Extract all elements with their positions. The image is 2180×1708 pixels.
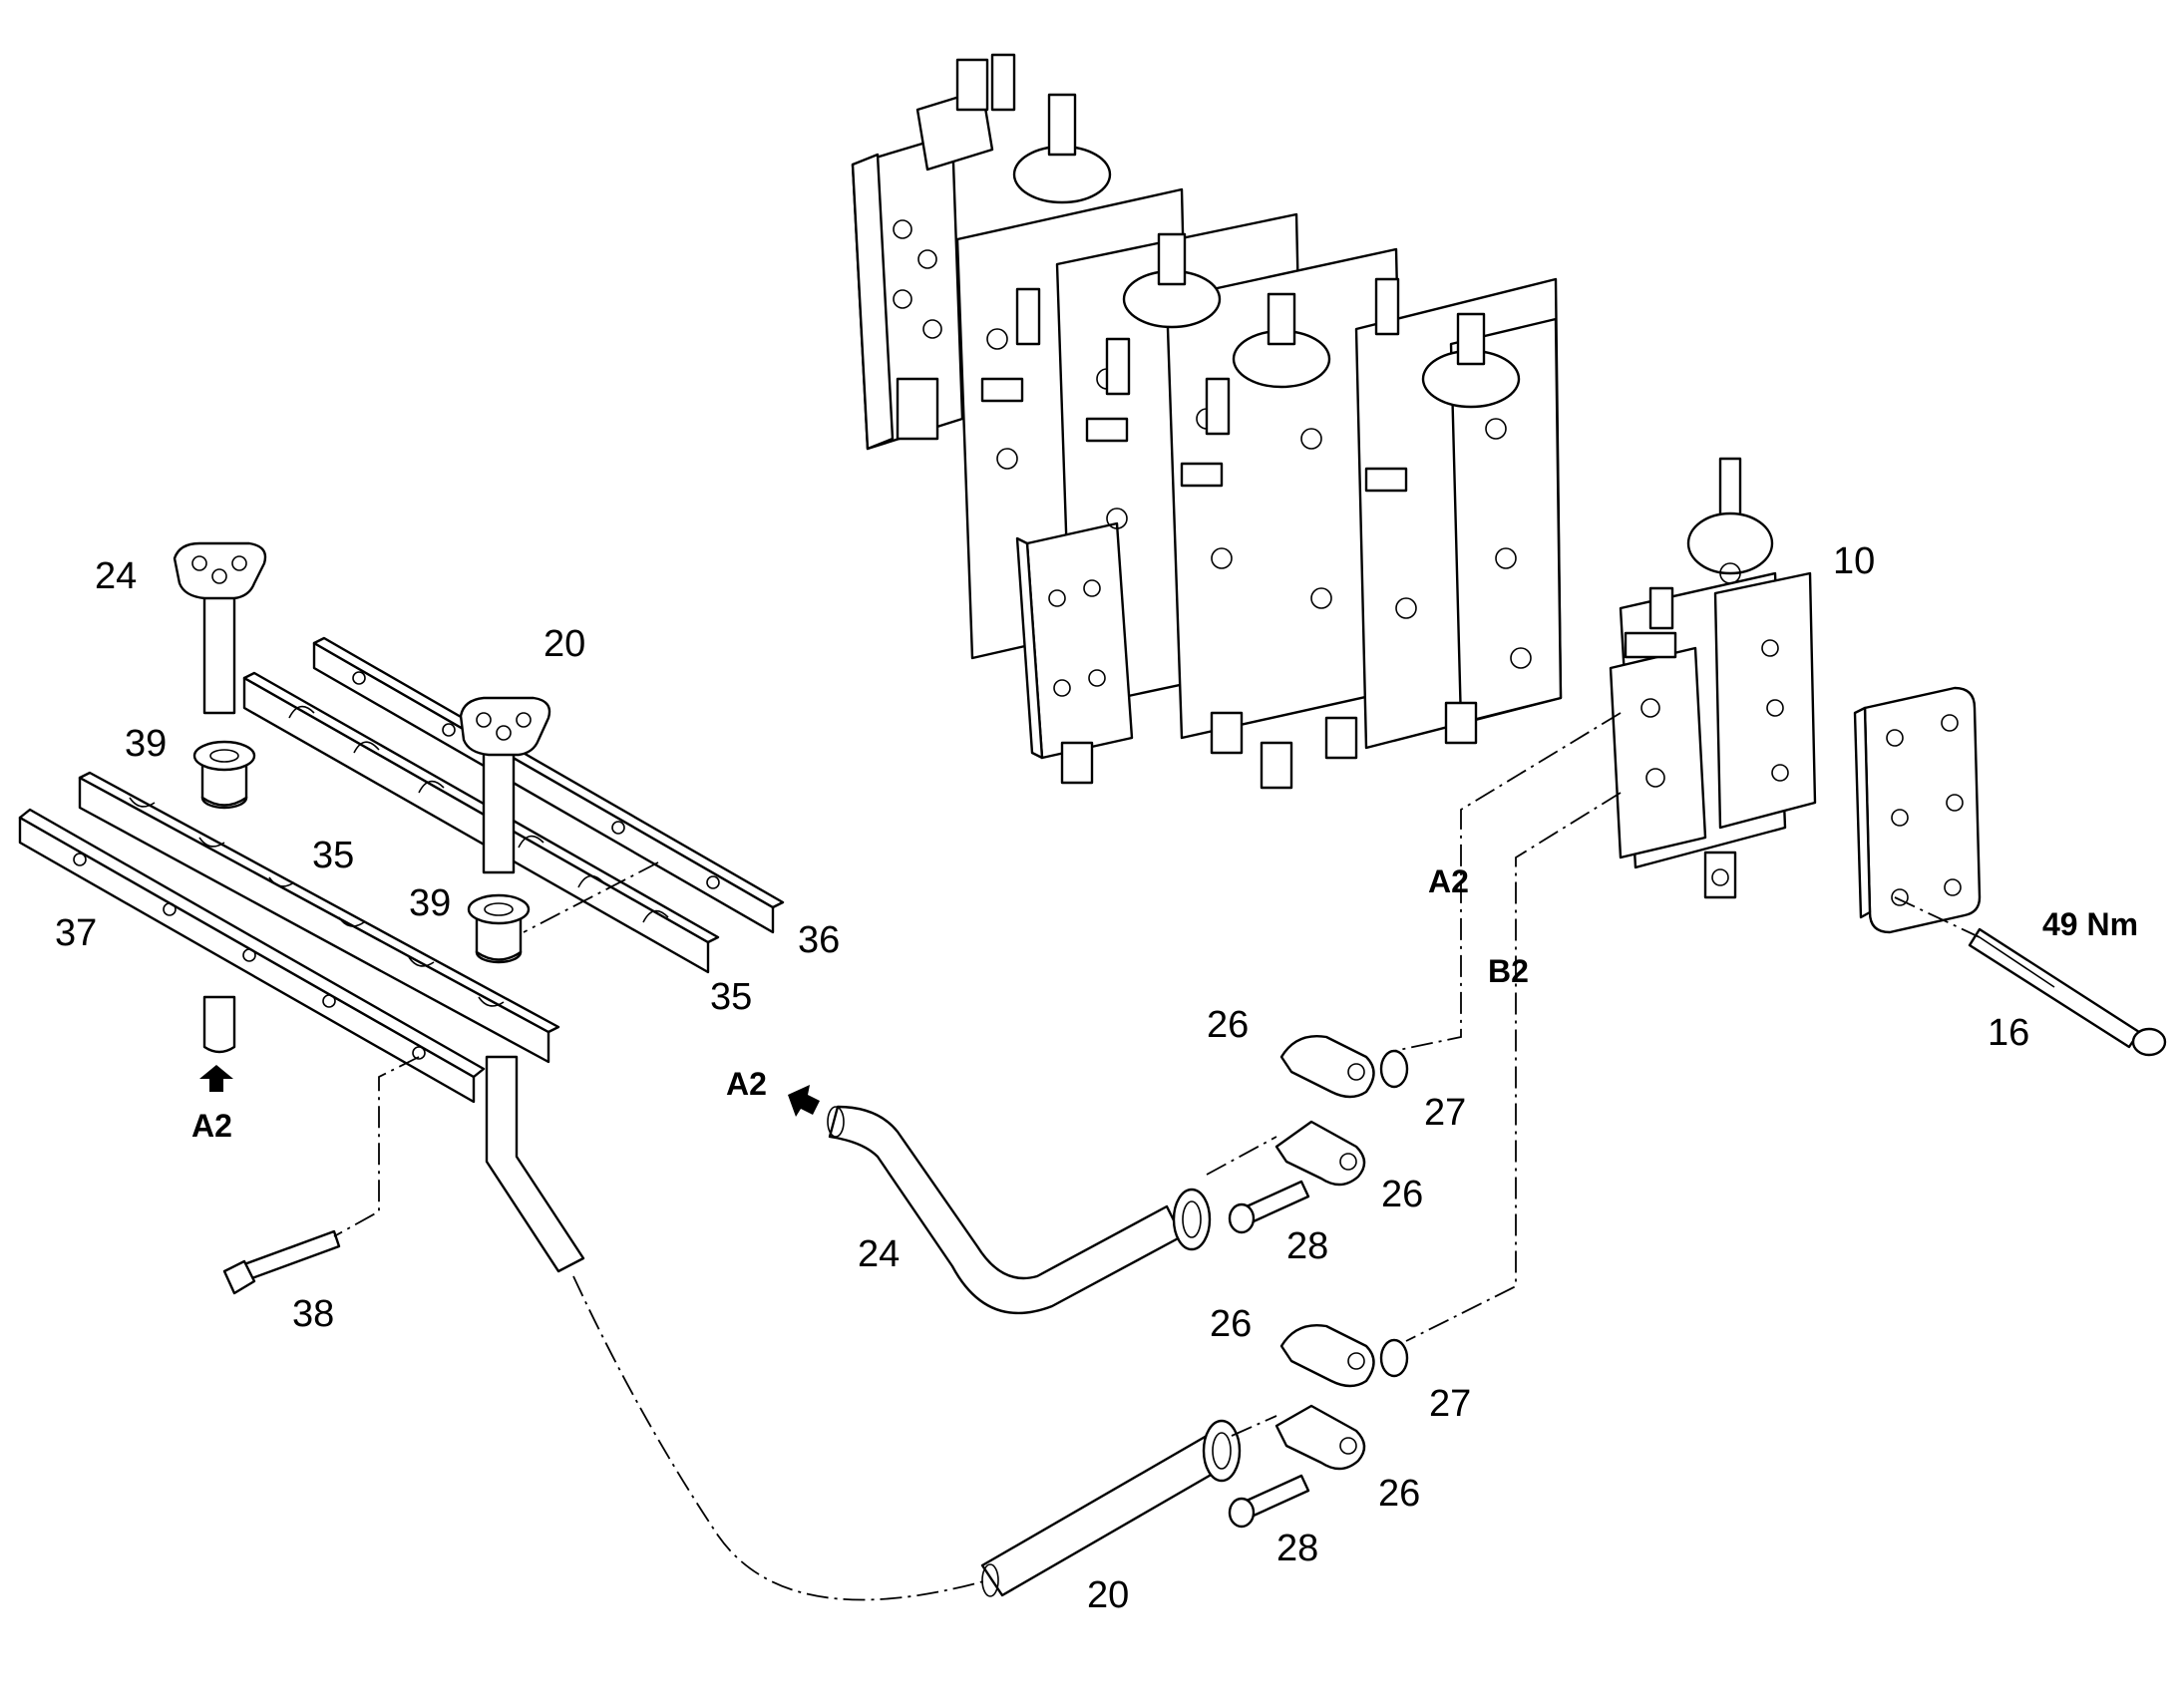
pipe-24-vertical bbox=[173, 541, 267, 1054]
label-37: 37 bbox=[55, 912, 97, 954]
label-10: 10 bbox=[1833, 540, 1875, 582]
screw-28-b bbox=[1228, 1474, 1310, 1529]
label-24-top: 24 bbox=[95, 555, 137, 597]
arrow-left-icon bbox=[788, 1085, 820, 1117]
flange-half-26-d bbox=[1274, 1404, 1366, 1471]
callout-b2: B2 bbox=[1488, 953, 1529, 989]
flange-half-26-b bbox=[1274, 1120, 1366, 1187]
label-27-a: 27 bbox=[1424, 1092, 1466, 1134]
callout-a2-pipe: A2 bbox=[191, 1108, 232, 1144]
pipe-20-vertical bbox=[459, 696, 585, 1273]
pipe-24-bent bbox=[827, 1105, 1212, 1315]
label-20-top: 20 bbox=[544, 623, 585, 665]
label-35-a: 35 bbox=[312, 835, 354, 876]
spacer-sleeve-39-b bbox=[467, 893, 531, 964]
cover-plate bbox=[1853, 686, 1982, 934]
o-ring-27-a bbox=[1379, 1049, 1409, 1089]
assembly-lines bbox=[333, 712, 1981, 1601]
control-valve-bank bbox=[851, 53, 1563, 790]
label-28-b: 28 bbox=[1276, 1528, 1318, 1569]
label-26-a: 26 bbox=[1207, 1004, 1249, 1046]
callout-a2-right: A2 bbox=[1428, 863, 1469, 899]
label-24-mid: 24 bbox=[858, 1233, 900, 1275]
label-26-d: 26 bbox=[1378, 1473, 1420, 1515]
o-ring-27-b bbox=[1379, 1338, 1409, 1378]
label-26-c: 26 bbox=[1210, 1303, 1252, 1345]
flange-half-26-a bbox=[1279, 1035, 1375, 1099]
callout-a2-left: A2 bbox=[726, 1066, 767, 1102]
label-39-a: 39 bbox=[125, 723, 167, 765]
clamp-half-35-back bbox=[242, 671, 720, 974]
holder-rail-37 bbox=[18, 808, 486, 1104]
label-35-b: 35 bbox=[710, 976, 752, 1018]
label-39-b: 39 bbox=[409, 882, 451, 924]
arrow-up-icon bbox=[199, 1065, 233, 1092]
label-16: 16 bbox=[1988, 1012, 2029, 1054]
callouts: A2 A2 A2 B2 49 Nm bbox=[191, 863, 2138, 1144]
label-26-b: 26 bbox=[1381, 1174, 1423, 1215]
screw-28-a bbox=[1228, 1180, 1310, 1234]
bolt-38 bbox=[222, 1229, 341, 1295]
label-27-b: 27 bbox=[1429, 1383, 1471, 1425]
valve-section bbox=[1609, 457, 1817, 899]
label-38: 38 bbox=[292, 1293, 334, 1335]
label-20-bottom: 20 bbox=[1087, 1574, 1129, 1616]
part-labels: 10 16 20 20 24 24 26 26 26 26 27 27 28 2… bbox=[55, 540, 2029, 1616]
label-36: 36 bbox=[798, 919, 840, 961]
flange-half-26-c bbox=[1279, 1324, 1375, 1388]
torque-value: 49 Nm bbox=[2042, 906, 2138, 942]
clamp-half-35-front bbox=[78, 771, 560, 1064]
cap-screw-16 bbox=[1968, 927, 2167, 1057]
holder-rail-36 bbox=[312, 636, 785, 934]
label-28-a: 28 bbox=[1286, 1225, 1328, 1267]
spacer-sleeve-39-a bbox=[192, 740, 256, 810]
pipe-20-straight bbox=[980, 1419, 1242, 1597]
